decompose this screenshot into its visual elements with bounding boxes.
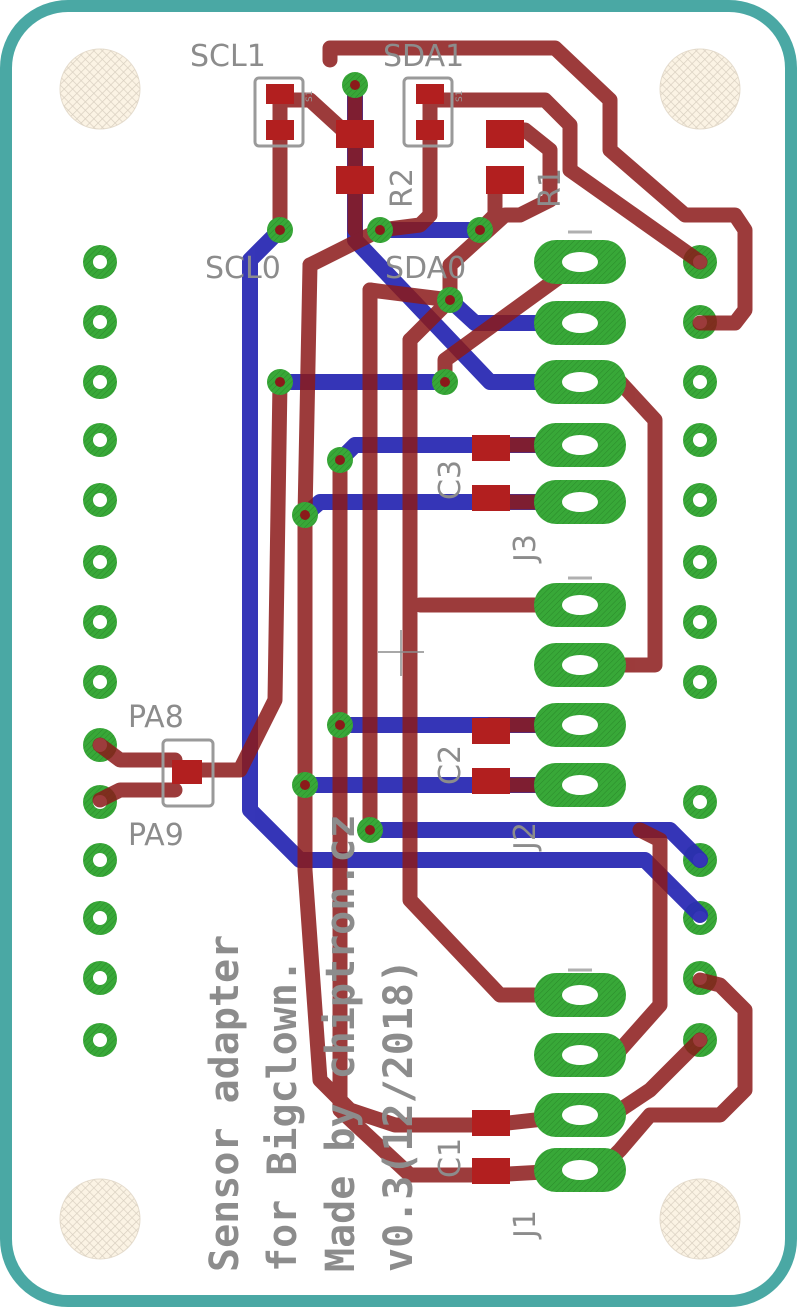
through-hole-pad-icon <box>83 545 117 579</box>
through-hole-pad-icon <box>683 365 717 399</box>
via-icon <box>267 369 293 395</box>
via-icon <box>467 217 493 243</box>
oval-connector-pad-icon <box>534 973 626 1017</box>
label-scl1: SCL1 <box>190 39 266 74</box>
vias <box>267 72 493 843</box>
label-j1: J1 <box>508 1210 543 1240</box>
through-hole-pad-icon <box>683 423 717 457</box>
oval-connector-pad-icon <box>534 240 626 284</box>
oval-connector-pad-icon <box>534 423 626 467</box>
through-hole-pad-icon <box>683 545 717 579</box>
via-icon <box>327 712 353 738</box>
label-j3: J3 <box>508 534 543 564</box>
through-hole-pad-icon <box>683 665 717 699</box>
oval-connector-pad-icon <box>534 360 626 404</box>
oval-connector-pad-icon <box>534 703 626 747</box>
through-hole-pad-icon <box>83 605 117 639</box>
cross-mark-icon <box>378 630 424 676</box>
mounting-hole-icon <box>659 1178 741 1260</box>
board-text-line2: for Bigclown. <box>260 959 306 1272</box>
through-hole-pad-icon <box>83 423 117 457</box>
oval-connector-pad-icon <box>534 1093 626 1137</box>
through-hole-pad-icon <box>83 245 117 279</box>
through-hole-pad-icon <box>83 483 117 517</box>
oval-connector-pad-icon <box>534 583 626 627</box>
oval-connector-pad-icon <box>534 301 626 345</box>
board-text-line4: v0.3(12/2018) <box>376 959 422 1272</box>
through-hole-pad-icon <box>83 665 117 699</box>
left-header-pads <box>83 245 117 1057</box>
oval-connector-pad-icon <box>534 480 626 524</box>
label-c2: C2 <box>433 745 468 785</box>
through-hole-pad-icon <box>83 901 117 935</box>
label-c1: C1 <box>433 1138 468 1178</box>
label-sda1: SDA1 <box>383 39 464 74</box>
via-icon <box>292 772 318 798</box>
label-r1: R1 <box>533 168 568 208</box>
oval-connector-pad-icon <box>534 763 626 807</box>
through-hole-pad-icon <box>683 483 717 517</box>
oval-connector-pad-icon <box>534 1148 626 1192</box>
via-icon <box>267 217 293 243</box>
board-text-line1: Sensor adapter <box>202 935 248 1272</box>
through-hole-pad-icon <box>683 785 717 819</box>
mounting-hole-icon <box>59 1178 141 1260</box>
via-icon <box>437 287 463 313</box>
connector-pads <box>534 230 626 1192</box>
label-scl0: SCL0 <box>205 251 281 286</box>
mounting-hole-icon <box>659 48 741 130</box>
label-pa8: PA8 <box>128 700 184 735</box>
board-text-line3: Made by chiptron.cz <box>318 814 364 1272</box>
via-icon <box>367 217 393 243</box>
through-hole-pad-icon <box>83 843 117 877</box>
through-hole-pad-icon <box>83 365 117 399</box>
through-hole-pad-icon <box>683 605 717 639</box>
through-hole-pad-icon <box>83 961 117 995</box>
label-j2: J2 <box>508 822 543 852</box>
oval-connector-pad-icon <box>534 643 626 687</box>
label-sda0: SDA0 <box>385 251 466 286</box>
via-icon <box>357 817 383 843</box>
oval-connector-pad-icon <box>534 1033 626 1077</box>
through-hole-pad-icon <box>83 305 117 339</box>
label-pa9: PA9 <box>128 818 184 853</box>
mounting-hole-icon <box>59 48 141 130</box>
via-icon <box>327 447 353 473</box>
via-icon <box>292 502 318 528</box>
via-icon <box>432 369 458 395</box>
via-icon <box>342 72 368 98</box>
label-c3: C3 <box>433 460 468 500</box>
smd-components <box>161 76 524 1184</box>
jumper-mark-s1-b: S1 <box>455 91 465 102</box>
label-r2: R2 <box>385 168 420 208</box>
through-hole-pad-icon <box>83 1023 117 1057</box>
jumper-mark-s1-a: S1 <box>305 91 315 102</box>
